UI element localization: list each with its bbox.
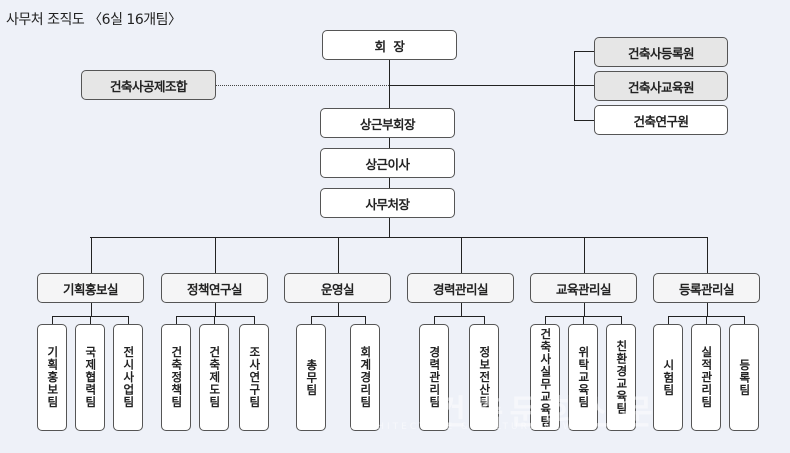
department-box: 정책연구실 (161, 273, 268, 303)
connector (574, 51, 594, 52)
mutual-aid-box: 건축사공제조합 (81, 70, 216, 100)
watermark: 건축문화신문 (435, 393, 659, 433)
team-box: 위탁교육팀 (568, 324, 598, 431)
connector (52, 316, 53, 325)
chart-title: 사무처 조직도 〈6실 16개팀〉 (6, 12, 182, 28)
department-box: 등록관리실 (653, 273, 760, 303)
connector (389, 217, 390, 237)
connector (574, 85, 594, 86)
president-box: 회 장 (322, 30, 457, 60)
connector (574, 51, 575, 121)
connector (744, 316, 745, 325)
connector (484, 316, 485, 325)
connector (128, 316, 129, 325)
connector (338, 303, 339, 316)
connector (434, 316, 485, 317)
team-box: 정보전산팀 (469, 324, 499, 431)
connector (584, 303, 585, 316)
team-box: 친환경교육팀 (606, 324, 636, 431)
connector (91, 303, 92, 316)
connector (706, 316, 707, 325)
connector (214, 316, 215, 325)
watermark-sub: ARCHITECTURE & CULTURE NEWS (350, 422, 584, 432)
connector (176, 316, 255, 317)
team-box: 경력관리팀 (419, 324, 449, 431)
team-box: 국제협력팀 (75, 324, 105, 431)
department-box: 운영실 (284, 273, 391, 303)
connector (90, 237, 708, 238)
connector (215, 237, 216, 274)
connector (545, 316, 546, 325)
connector (668, 316, 669, 325)
department-box: 교육관리실 (530, 273, 637, 303)
connector (176, 316, 177, 325)
team-box: 총무팀 (296, 324, 326, 431)
dotted-connector (216, 85, 389, 86)
connector (215, 303, 216, 316)
department-box: 기획홍보실 (37, 273, 144, 303)
connector (574, 120, 594, 121)
team-box: 시험팀 (653, 324, 683, 431)
team-box: 건축정책팀 (161, 324, 191, 431)
team-box: 건축제도팀 (199, 324, 229, 431)
connector (338, 237, 339, 274)
connector (621, 316, 622, 325)
connector (365, 316, 366, 325)
team-box: 회계경리팀 (350, 324, 380, 431)
connector (91, 237, 92, 274)
affiliate-education-box: 건축사교육원 (594, 71, 728, 101)
team-box: 실적관리팀 (691, 324, 721, 431)
connector (389, 59, 390, 108)
secretary-general-box: 사무처장 (320, 188, 455, 218)
connector (461, 303, 462, 316)
vice-president-box: 상근부회장 (320, 108, 455, 138)
department-box: 경력관리실 (407, 273, 514, 303)
team-box: 기획홍보팀 (37, 324, 67, 431)
connector (707, 303, 708, 316)
connector (584, 237, 585, 274)
connector (311, 316, 312, 325)
connector (254, 316, 255, 325)
team-box: 등록팀 (729, 324, 759, 431)
connector (434, 316, 435, 325)
affiliate-research-box: 건축연구원 (594, 105, 728, 135)
connector (90, 316, 91, 325)
connector (389, 137, 390, 149)
team-box: 건축사실무교육팀 (530, 324, 560, 431)
connector (389, 85, 575, 86)
team-box: 전시사업팀 (113, 324, 143, 431)
team-box: 조사연구팀 (239, 324, 269, 431)
connector (389, 177, 390, 189)
connector (461, 237, 462, 274)
connector (583, 316, 584, 325)
director-box: 상근이사 (320, 148, 455, 178)
connector (707, 237, 708, 274)
affiliate-registration-box: 건축사등록원 (594, 37, 728, 67)
connector (311, 316, 366, 317)
